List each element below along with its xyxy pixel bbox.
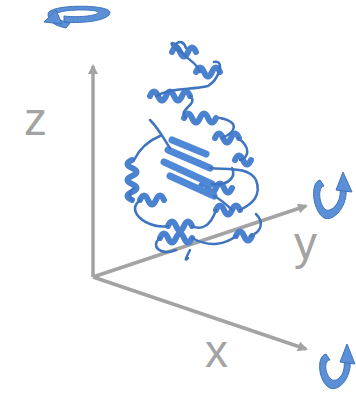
axis-label: y — [294, 220, 317, 266]
protein-ribbon — [128, 42, 261, 260]
axis-lines — [93, 66, 306, 349]
rotation-arrows — [44, 6, 355, 388]
axis-label: z — [24, 96, 47, 142]
axis-label: x — [205, 328, 228, 374]
